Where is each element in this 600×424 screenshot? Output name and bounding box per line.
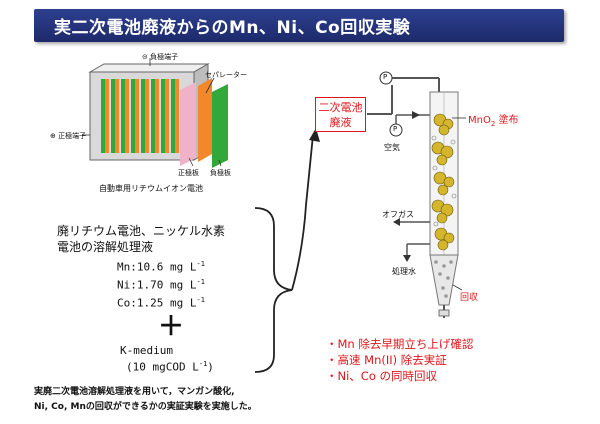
result-item: ・Mn 除去早期立ち上げ確認: [326, 337, 474, 351]
k-medium: K-medium: [120, 344, 173, 357]
feed-arrow: [291, 128, 320, 291]
feed-label-line2: 廃液: [329, 116, 352, 129]
recovery-label: 回収: [460, 293, 479, 303]
neg-terminal-label: ⊝ 負極端子: [142, 53, 179, 61]
result-item: ・Ni、Co の同時回収: [326, 369, 438, 383]
result-item: ・高速 Mn(II) 除去実証: [326, 353, 447, 367]
description-line2: Ni, Co, Mnの回収ができるかの実証実験を実施した。: [34, 402, 257, 412]
title-bar: 実二次電池廃液からのMn、Ni、Co回収実験: [34, 9, 564, 42]
separator-sheet: [198, 78, 212, 162]
feed-pump: [379, 71, 393, 85]
air-label: 空気: [384, 143, 400, 152]
battery-caption: 自動車用リチウムイオン電池: [99, 184, 203, 193]
treated-water-label: 処理水: [392, 267, 416, 276]
pos-plate-label: 正極板: [178, 169, 199, 177]
co-concentration: Co:1.25 mg L-1: [117, 296, 205, 310]
separator-label: セパレーター: [205, 71, 247, 79]
plus-sign: ＋: [158, 312, 185, 342]
solution-title-line2: 電池の溶解処理液: [57, 240, 154, 254]
electrode-stack: [101, 79, 179, 153]
offgas-label: オフガス: [382, 210, 414, 219]
feed-pump-label: P: [383, 73, 388, 81]
description-line1: 実廃二次電池溶解処理液を用いて，マンガン酸化,: [34, 387, 235, 397]
page-title: 実二次電池廃液からのMn、Ni、Co回収実験: [54, 18, 411, 38]
negative-plate: [212, 84, 228, 168]
feed-label-box: 二次電池 廃液: [315, 97, 366, 132]
positive-plate: [180, 82, 196, 166]
results-list: ・Mn 除去早期立ち上げ確認 ・高速 Mn(II) 除去実証 ・Ni、Co の同…: [326, 336, 473, 384]
neg-plate-label: 負極板: [210, 169, 231, 177]
mn-concentration: Mn:10.6 mg L-1: [117, 260, 205, 274]
air-pump-label: P: [393, 125, 398, 133]
ni-concentration: Ni:1.70 mg L-1: [117, 278, 205, 292]
brace: [254, 207, 293, 373]
cod-value: (10 mgCOD L-1): [126, 360, 214, 374]
feed-label-line1: 二次電池: [318, 101, 363, 114]
battery-illustration: [82, 58, 228, 168]
solution-title-line1: 廃リチウム電池、ニッケル水素: [57, 224, 226, 238]
coating-label: MnO2 塗布: [468, 115, 519, 128]
column-reactor: [367, 71, 466, 318]
pos-terminal-label: ⊕ 正極端子: [50, 132, 87, 140]
